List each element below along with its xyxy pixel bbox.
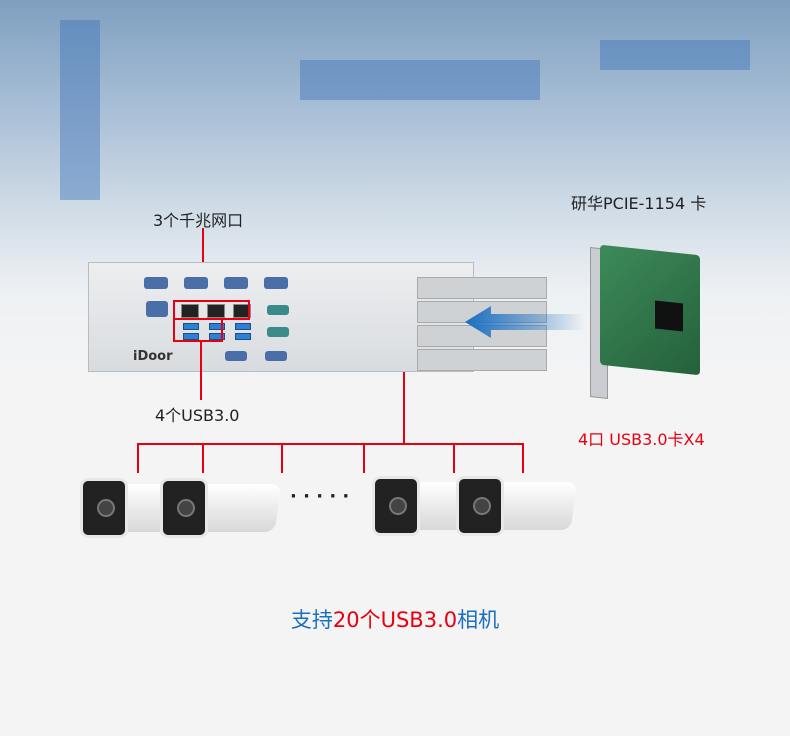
usb-camera bbox=[160, 478, 282, 540]
caption-highlight: 20个USB3.0 bbox=[332, 608, 458, 632]
camera-ellipsis: · · · · · bbox=[290, 486, 350, 507]
pcie-usb-card bbox=[600, 244, 700, 376]
lan-ports-label: 3个千兆网口 bbox=[153, 211, 244, 230]
usb-camera bbox=[80, 478, 202, 540]
trunk-line bbox=[403, 372, 405, 444]
bus-line bbox=[137, 443, 524, 445]
industrial-pc-front-panel: iDoor bbox=[88, 262, 547, 372]
bg-machine bbox=[300, 60, 540, 100]
caption-suffix: 相机 bbox=[457, 608, 500, 632]
bg-machine bbox=[60, 20, 100, 200]
usb-camera bbox=[456, 476, 578, 538]
usb-camera bbox=[372, 476, 494, 538]
vga-port bbox=[146, 301, 168, 317]
idoor-logo: iDoor bbox=[133, 349, 173, 364]
caption-prefix: 支持 bbox=[290, 608, 333, 632]
card-name-label: 研华PCIE-1154 卡 bbox=[571, 194, 707, 213]
insert-arrow-icon bbox=[465, 306, 585, 338]
bg-machine bbox=[600, 40, 750, 70]
card-desc-label: 4口 USB3.0卡X4 bbox=[578, 430, 705, 449]
usb-highlight-box bbox=[173, 318, 223, 342]
usb-pointer-line bbox=[200, 342, 202, 400]
usb-ports-label: 4个USB3.0 bbox=[155, 406, 240, 425]
caption: 支持20个USB3.0相机 bbox=[0, 604, 790, 634]
lan-highlight-box bbox=[173, 300, 250, 320]
